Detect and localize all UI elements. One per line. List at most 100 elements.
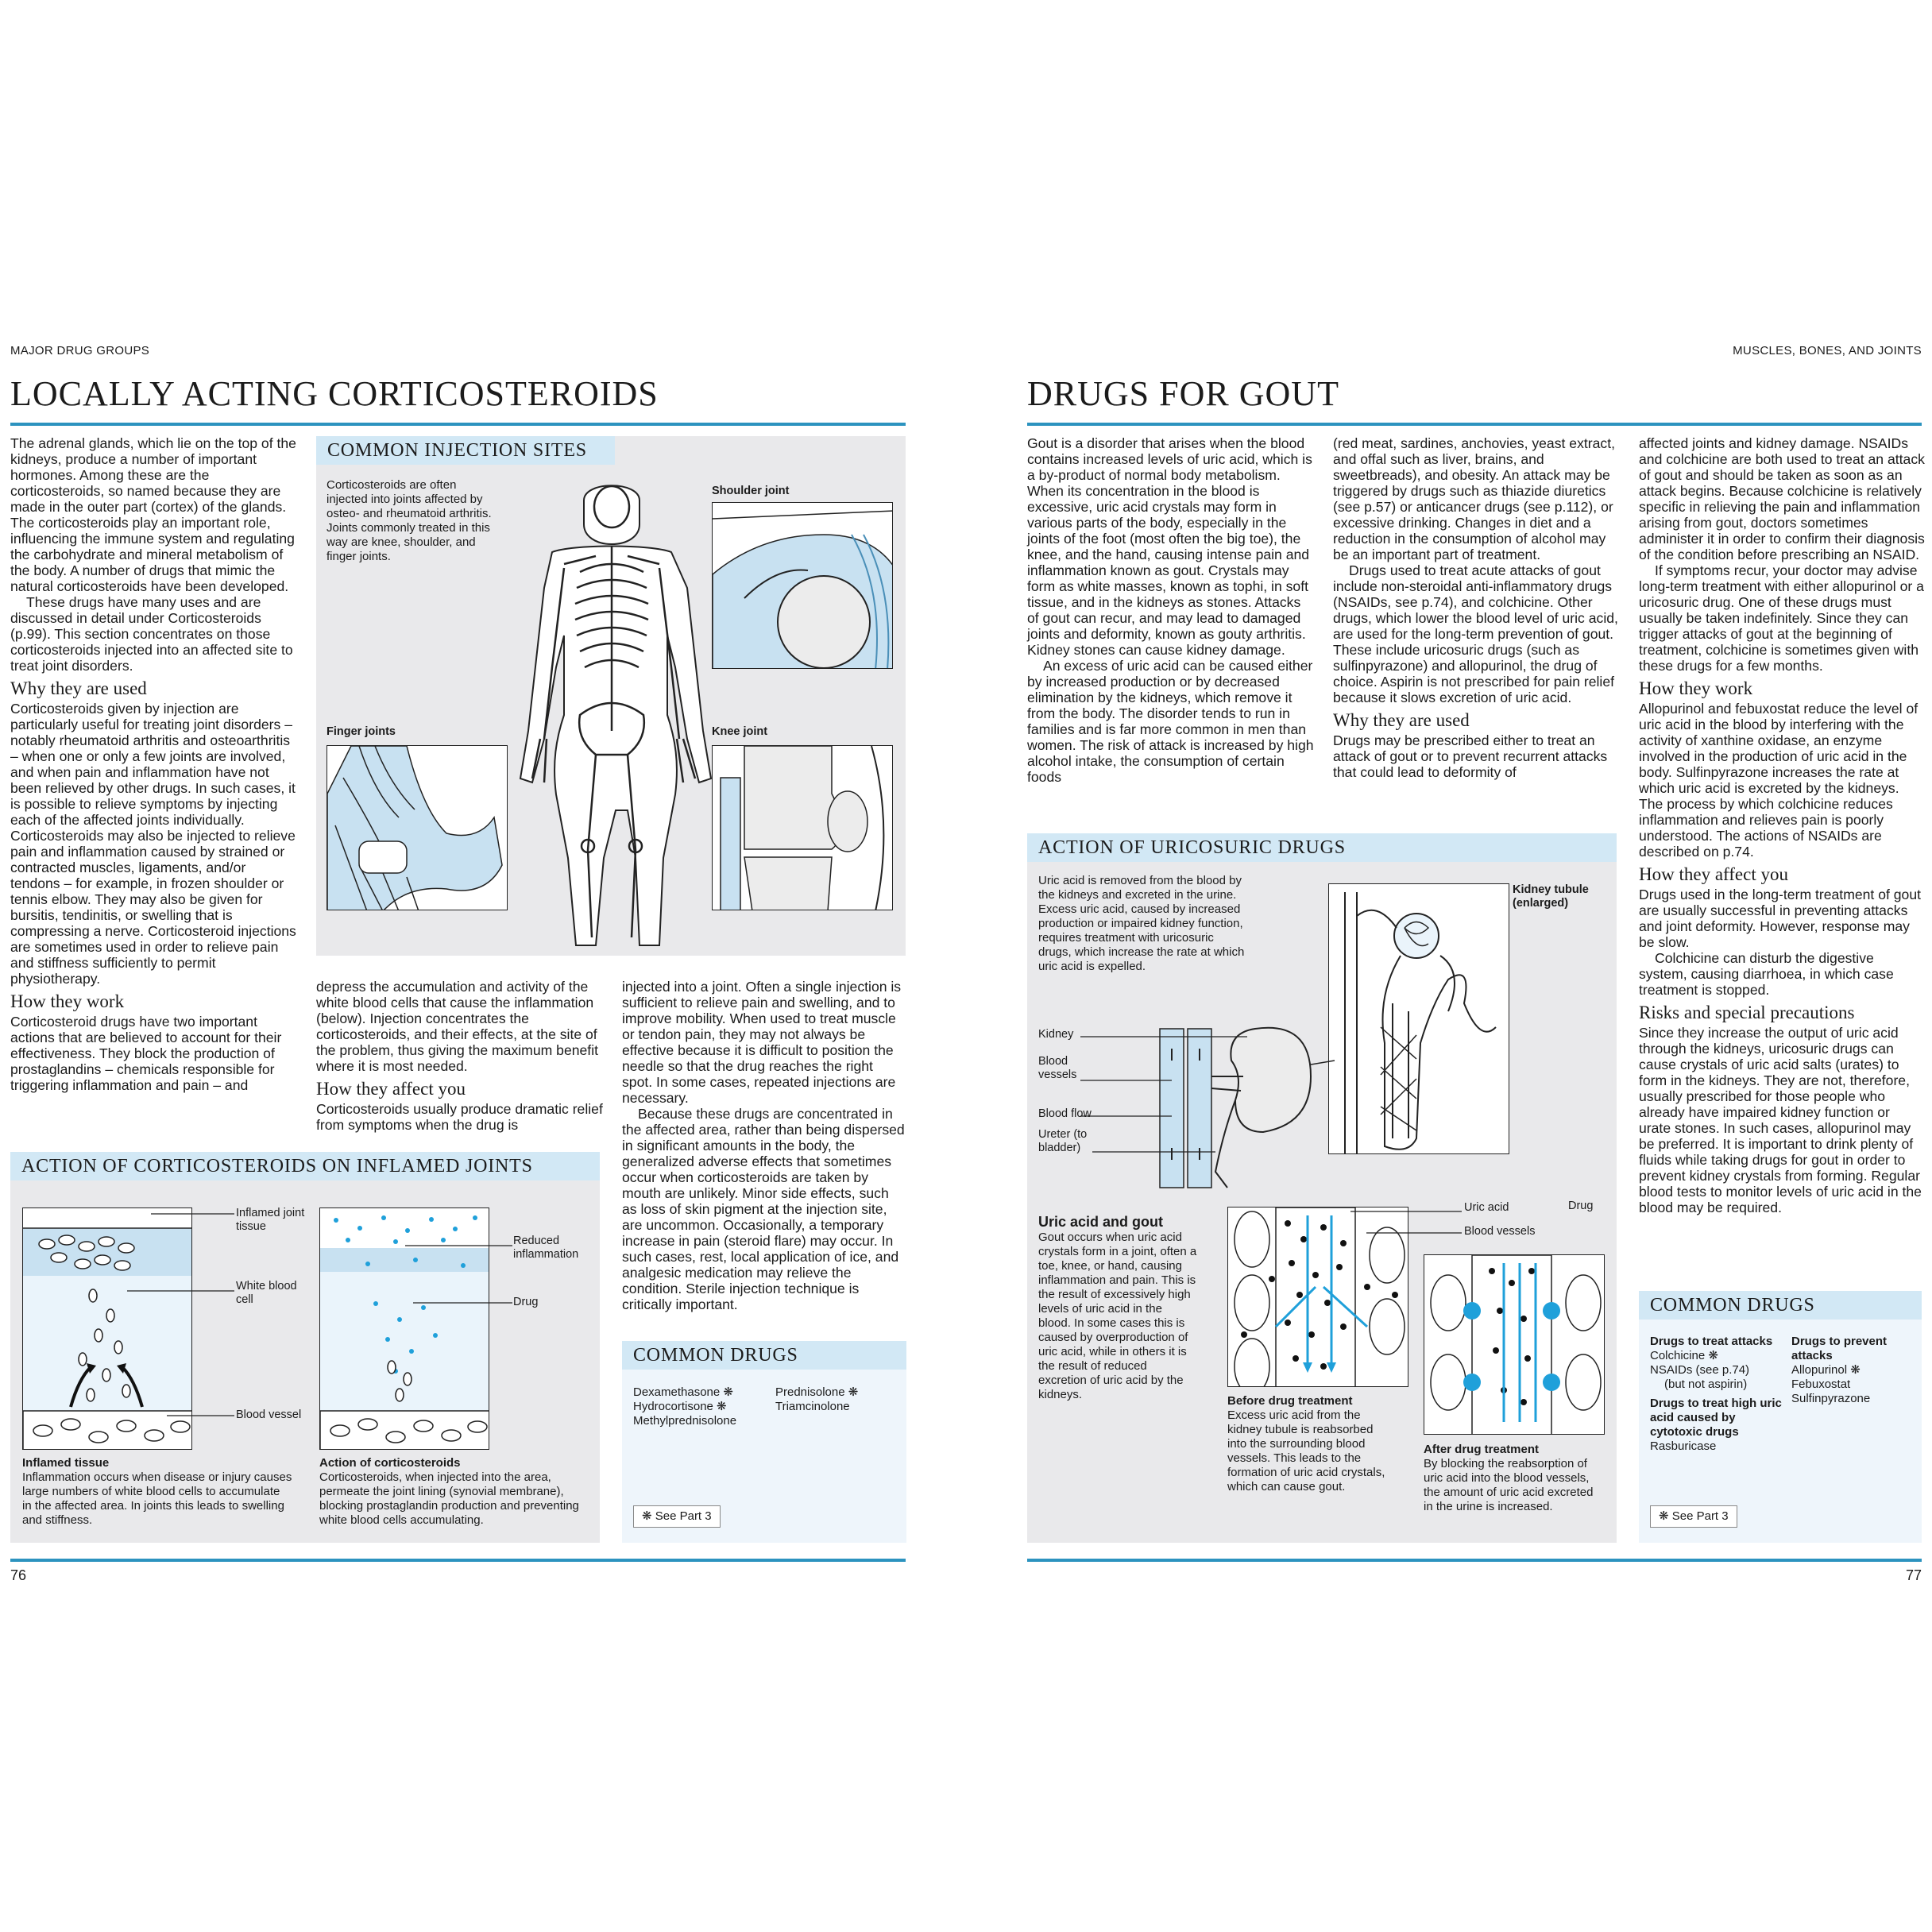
bottom-rule-left bbox=[10, 1559, 906, 1562]
right-column-3: affected joints and kidney damage. NSAID… bbox=[1639, 435, 1925, 1215]
heading-risks: Risks and special precautions bbox=[1639, 1003, 1855, 1022]
label-blood-vessels-2: Blood vessels bbox=[1464, 1225, 1536, 1238]
injection-caption: Corticosteroids are often injected into … bbox=[327, 478, 492, 563]
work-paragraph: Allopurinol and febuxostat reduce the le… bbox=[1639, 701, 1918, 860]
drug-item: Methylprednisolone bbox=[633, 1414, 737, 1428]
drug-item: Prednisolone ❋ bbox=[775, 1385, 859, 1399]
before-treatment-caption: Before drug treatment Excess uric acid f… bbox=[1227, 1394, 1386, 1494]
injection-sites-heading: COMMON INJECTION SITES bbox=[316, 436, 615, 465]
drug-item: Triamcinolone bbox=[775, 1400, 850, 1413]
gout-paragraph: Gout is a disorder that arises when the … bbox=[1027, 435, 1312, 658]
drug-group-title-2: Drugs to treat high uric acid caused by … bbox=[1650, 1397, 1782, 1439]
drug-list-prevent: Drugs to prevent attacks Allopurinol ❋ F… bbox=[1791, 1335, 1915, 1406]
affect-paragraph-1: Drugs used in the long-term treatment of… bbox=[1639, 887, 1921, 950]
shoulder-joint-label: Shoulder joint bbox=[712, 485, 790, 497]
knee-joint-label: Knee joint bbox=[712, 725, 768, 738]
col2-paragraph-2: Drugs used to treat acute attacks of gou… bbox=[1333, 562, 1618, 705]
intro-paragraph: The adrenal glands, which lie on the top… bbox=[10, 435, 296, 594]
caption-text: By blocking the reabsorption of uric aci… bbox=[1424, 1457, 1594, 1513]
heading-why: Why they are used bbox=[10, 678, 147, 698]
label-uric-acid: Uric acid bbox=[1464, 1201, 1509, 1214]
page-number-left: 76 bbox=[10, 1567, 27, 1583]
drug-list-left-a: Dexamethasone ❋ Hydrocortisone ❋ Methylp… bbox=[633, 1385, 736, 1428]
left-column-3: injected into a joint. Often a single in… bbox=[622, 979, 906, 1312]
before-treatment-illustration bbox=[1227, 1207, 1408, 1387]
heading-how: How they work bbox=[10, 991, 125, 1011]
right-column-1: Gout is a disorder that arises when the … bbox=[1027, 435, 1315, 785]
drug-item: (but not aspirin) bbox=[1664, 1378, 1748, 1391]
risks-paragraph: Since they increase the output of uric a… bbox=[1639, 1025, 1922, 1215]
label-drug: Drug bbox=[513, 1296, 539, 1308]
uric-acid-gout-caption: Uric acid and gout Gout occurs when uric… bbox=[1038, 1213, 1197, 1402]
caption-text-2: Corticosteroids, when injected into the … bbox=[319, 1470, 579, 1527]
label-inflamed-tissue: Inflamed joint tissue bbox=[236, 1207, 305, 1233]
label-kidney-tubule: Kidney tubule (enlarged) bbox=[1513, 883, 1589, 910]
heading-affect-gout: How they affect you bbox=[1639, 864, 1788, 884]
label-reduced-inflammation: Reduced inflammation bbox=[513, 1235, 579, 1261]
col3-paragraph-2: Because these drugs are concentrated in … bbox=[622, 1106, 905, 1312]
skeleton-figure bbox=[519, 485, 713, 946]
finger-joints-label: Finger joints bbox=[327, 725, 396, 738]
drug-item: Allopurinol ❋ bbox=[1791, 1363, 1861, 1377]
why-gout-paragraph: Drugs may be prescribed either to treat … bbox=[1333, 732, 1608, 780]
label-drug-gout: Drug bbox=[1568, 1200, 1594, 1212]
see-part-3-right: ❋ See Part 3 bbox=[1650, 1505, 1737, 1528]
heading-work: How they work bbox=[1639, 678, 1753, 698]
drug-group-title-3: Drugs to prevent attacks bbox=[1791, 1335, 1888, 1362]
caption-title: After drug treatment bbox=[1424, 1443, 1540, 1456]
caption-title: Before drug treatment bbox=[1227, 1394, 1353, 1408]
after-treatment-illustration bbox=[1424, 1254, 1605, 1435]
left-column-2: depress the accumulation and activity of… bbox=[316, 979, 604, 1133]
page-title-left: LOCALLY ACTING CORTICOSTEROIDS bbox=[10, 374, 659, 413]
col3-paragraph: affected joints and kidney damage. NSAID… bbox=[1639, 435, 1925, 562]
title-rule-right bbox=[1027, 423, 1922, 426]
drug-item: NSAIDs (see p.74) bbox=[1650, 1363, 1750, 1377]
affect-paragraph: Corticosteroids usually produce dramatic… bbox=[316, 1101, 603, 1133]
left-column-1: The adrenal glands, which lie on the top… bbox=[10, 435, 298, 1093]
gout-paragraph-2: An excess of uric acid can be caused eit… bbox=[1027, 658, 1314, 785]
corticosteroid-action-illustration bbox=[319, 1208, 489, 1450]
drug-item: Febuxostat bbox=[1791, 1378, 1851, 1391]
label-blood-vessel: Blood vessel bbox=[236, 1408, 302, 1421]
knee-joint-inset bbox=[712, 745, 893, 910]
label-kidney: Kidney bbox=[1038, 1028, 1074, 1041]
heading-affect: How they affect you bbox=[316, 1079, 466, 1099]
label-ureter: Ureter (to bladder) bbox=[1038, 1128, 1088, 1154]
col3-paragraph: injected into a joint. Often a single in… bbox=[622, 979, 902, 1106]
drug-item: Sulfinpyrazone bbox=[1791, 1392, 1871, 1405]
caption-text: Inflammation occurs when disease or inju… bbox=[22, 1470, 292, 1527]
page-number-right: 77 bbox=[1905, 1567, 1922, 1583]
drug-item: Dexamethasone ❋ bbox=[633, 1385, 733, 1399]
caption-title: Inflamed tissue bbox=[22, 1456, 110, 1470]
drug-item: Hydrocortisone ❋ bbox=[633, 1400, 727, 1413]
right-column-2: (red meat, sardines, anchovies, yeast ex… bbox=[1333, 435, 1621, 780]
caption-text: Gout occurs when uric acid crystals form… bbox=[1038, 1231, 1197, 1401]
heading-why-gout: Why they are used bbox=[1333, 710, 1470, 730]
drug-item: Colchicine ❋ bbox=[1650, 1349, 1718, 1362]
running-head-right: MUSCLES, BONES, AND JOINTS bbox=[1733, 344, 1922, 357]
drug-list-treat: Drugs to treat attacks Colchicine ❋ NSAI… bbox=[1650, 1335, 1785, 1454]
drug-group-title: Drugs to treat attacks bbox=[1650, 1335, 1773, 1348]
gout-leader-lines bbox=[1350, 1211, 1462, 1234]
inflamed-leader-lines bbox=[127, 1213, 512, 1416]
inflamed-tissue-illustration bbox=[22, 1208, 192, 1450]
drug-list-left-b: Prednisolone ❋ Triamcinolone bbox=[775, 1385, 858, 1414]
running-head-left: MAJOR DRUG GROUPS bbox=[10, 344, 150, 357]
col3-paragraph-2: If symptoms recur, your doctor may advis… bbox=[1639, 562, 1924, 674]
affect-paragraph-2: Colchicine can disturb the digestive sys… bbox=[1639, 950, 1894, 998]
inflamed-joints-heading: ACTION OF CORTICOSTEROIDS ON INFLAMED JO… bbox=[10, 1152, 600, 1180]
label-white-blood-cell: White blood cell bbox=[236, 1280, 297, 1306]
page-title-right: DRUGS FOR GOUT bbox=[1027, 374, 1339, 413]
caption-title: Uric acid and gout bbox=[1038, 1214, 1164, 1230]
common-drugs-panel-right bbox=[1639, 1291, 1922, 1543]
kidney-blood-vessels-illustration bbox=[1080, 1026, 1335, 1188]
uricosuric-heading: ACTION OF URICOSURIC DRUGS bbox=[1027, 833, 1617, 862]
caption-title-2: Action of corticosteroids bbox=[319, 1456, 461, 1470]
kidney-tubule-illustration bbox=[1328, 883, 1509, 1154]
finger-joints-inset bbox=[327, 745, 508, 910]
title-rule-left bbox=[10, 423, 906, 426]
label-blood-flow: Blood flow bbox=[1038, 1107, 1092, 1120]
common-drugs-heading-right: COMMON DRUGS bbox=[1639, 1291, 1922, 1320]
why-paragraph: Corticosteroids given by injection are p… bbox=[10, 701, 296, 987]
drug-item: Rasburicase bbox=[1650, 1439, 1717, 1453]
